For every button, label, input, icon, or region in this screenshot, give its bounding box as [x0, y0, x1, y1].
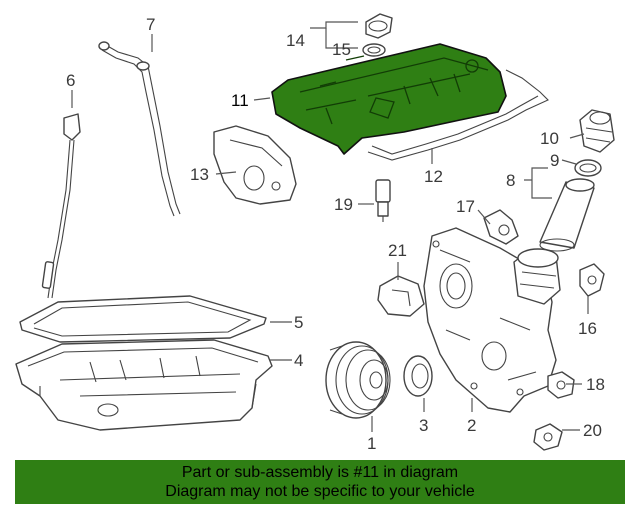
callout-2: 2	[467, 416, 476, 435]
part-15-seal	[362, 43, 386, 57]
part-13-cover	[213, 125, 297, 205]
callout-3: 3	[419, 416, 428, 435]
part-4-oil-pan	[15, 339, 273, 431]
leader-lines	[71, 21, 589, 432]
callout-11-highlighted[interactable]: 11	[231, 91, 249, 110]
part-17-sensor	[483, 209, 519, 245]
part-21-mount	[377, 275, 425, 317]
part-6-dipstick	[41, 113, 81, 299]
part-7-dipstick-tube	[98, 41, 181, 217]
callout-8: 8	[506, 171, 515, 190]
banner-line-part: Part or sub-assembly is #11 in diagram	[181, 464, 459, 481]
part-14-oil-cap	[365, 13, 393, 39]
banner-line-disclaimer: Diagram may not be specific to your vehi…	[165, 483, 475, 500]
part-10-filter-cap	[579, 109, 615, 153]
callout-10: 10	[540, 129, 559, 148]
part-9-o-ring	[574, 159, 602, 177]
callout-14: 14	[286, 31, 305, 50]
callout-19: 19	[334, 195, 353, 214]
part-1-pulley	[325, 341, 391, 419]
callout-1: 1	[367, 434, 376, 453]
part-3-seal	[403, 355, 433, 397]
part-12-gasket	[367, 69, 549, 161]
info-banner: Part or sub-assembly is #11 in diagram D…	[15, 460, 625, 504]
callout-17: 17	[456, 197, 475, 216]
part-16-bracket	[579, 263, 605, 297]
part-8-filter-element	[539, 178, 595, 252]
callout-7: 7	[146, 15, 155, 34]
callout-labels: 1 2 3 4 5 6 7 8 9 10 11 12 13 14 15 16 1…	[66, 15, 605, 453]
part-18-sensor	[547, 371, 575, 399]
callout-20: 20	[583, 421, 602, 440]
callout-5: 5	[294, 313, 303, 332]
callout-21: 21	[388, 241, 407, 260]
callout-6: 6	[66, 71, 75, 90]
callout-4: 4	[294, 351, 303, 370]
callout-15: 15	[332, 40, 351, 59]
callout-16: 16	[578, 319, 597, 338]
part-5-pan-gasket	[19, 295, 267, 343]
callout-9: 9	[550, 151, 559, 170]
callout-13: 13	[190, 165, 209, 184]
part-19-sensor	[375, 179, 391, 222]
callout-12: 12	[424, 167, 443, 186]
callout-18: 18	[586, 375, 605, 394]
part-11-valve-cover[interactable]	[271, 43, 507, 155]
part-filter-housing	[513, 248, 561, 305]
part-20-sensor	[533, 423, 563, 451]
